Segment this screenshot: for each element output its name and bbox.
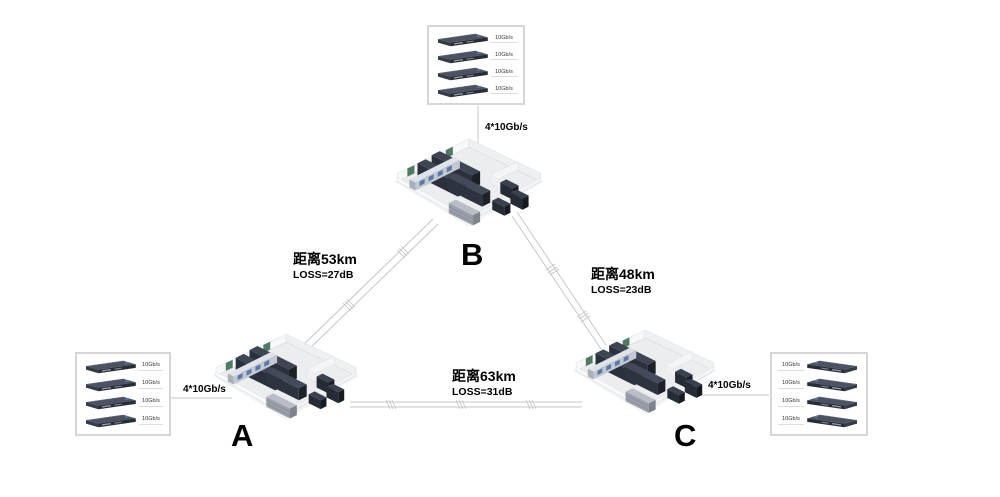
switch-row: 10Gb/s — [777, 376, 861, 394]
switch-icon — [82, 359, 138, 375]
switch-speed-label: 10Gb/s — [491, 35, 517, 44]
uplink-top-label: 4*10Gb/s — [485, 122, 528, 133]
switch-icon — [82, 395, 138, 411]
link-a-c-loss: LOSS=31dB — [452, 386, 513, 399]
site-c-label: C — [674, 418, 697, 453]
link-a-b-loss: LOSS=27dB — [293, 269, 354, 282]
switch-speed-label: 10Gb/s — [778, 363, 804, 371]
switch-row: 10Gb/s — [777, 412, 861, 430]
switch-icon — [805, 413, 861, 429]
switch-speed-label: 10Gb/s — [139, 381, 163, 389]
fiber-link-a-b — [296, 218, 439, 357]
link-a-b-label: 距离53km LOSS=27dB — [293, 251, 357, 282]
link-a-c-distance: 距离63km — [452, 368, 516, 384]
switch-row: 10Gb/s — [777, 358, 861, 376]
switch-row: 10Gb/s — [82, 358, 164, 376]
switch-speed-label: 10Gb/s — [491, 69, 517, 78]
link-b-c-distance: 距离48km — [591, 266, 655, 282]
switch-speed-label: 10Gb/s — [778, 417, 804, 425]
switch-speed-label: 10Gb/s — [139, 417, 163, 425]
link-b-c-label: 距离48km LOSS=23dB — [591, 266, 655, 297]
switch-icon — [434, 49, 490, 65]
switch-icon — [434, 32, 490, 48]
switch-icon — [805, 359, 861, 375]
link-a-b-distance: 距离53km — [293, 251, 357, 267]
switch-speed-label: 10Gb/s — [778, 381, 804, 389]
switch-row: 10Gb/s — [82, 394, 164, 412]
switch-speed-label: 10Gb/s — [139, 399, 163, 407]
fiber-link-b-c — [511, 211, 607, 350]
switch-row: 10Gb/s — [434, 82, 518, 99]
switch-icon — [82, 413, 138, 429]
switch-row: 10Gb/s — [82, 376, 164, 394]
site-a-label: A — [231, 418, 254, 453]
switch-icon — [434, 66, 490, 82]
switch-icon — [434, 83, 490, 99]
switch-row: 10Gb/s — [82, 412, 164, 430]
switch-speed-label: 10Gb/s — [778, 399, 804, 407]
datacenter-site-c-illustration — [572, 330, 718, 427]
switch-row: 10Gb/s — [434, 65, 518, 82]
fiber-splice-marks — [342, 245, 591, 410]
link-a-c-label: 距离63km LOSS=31dB — [452, 368, 516, 399]
switch-row: 10Gb/s — [777, 394, 861, 412]
fiber-link-a-c — [350, 401, 582, 408]
uplink-stubs — [171, 106, 769, 399]
switch-icon — [805, 377, 861, 393]
switch-icon — [82, 377, 138, 393]
switch-row: 10Gb/s — [434, 31, 518, 48]
switch-icon — [805, 395, 861, 411]
switch-speed-label: 10Gb/s — [491, 86, 517, 95]
switch-speed-label: 10Gb/s — [139, 363, 163, 371]
site-b-label: B — [461, 237, 484, 272]
datacenter-site-b-illustration — [393, 139, 545, 240]
uplink-right-label: 4*10Gb/s — [708, 380, 751, 391]
switch-row: 10Gb/s — [434, 48, 518, 65]
uplink-left-label: 4*10Gb/s — [183, 384, 226, 395]
link-b-c-loss: LOSS=23dB — [591, 284, 652, 297]
switch-stack-left: 10Gb/s 10Gb/s 10Gb/s 10Gb/s — [75, 352, 171, 436]
switch-stack-top: 10Gb/s 10Gb/s 10Gb/s 10Gb/s — [427, 25, 525, 105]
switch-speed-label: 10Gb/s — [491, 52, 517, 61]
switch-stack-right: 10Gb/s 10Gb/s 10Gb/s 10Gb/s — [770, 352, 868, 436]
